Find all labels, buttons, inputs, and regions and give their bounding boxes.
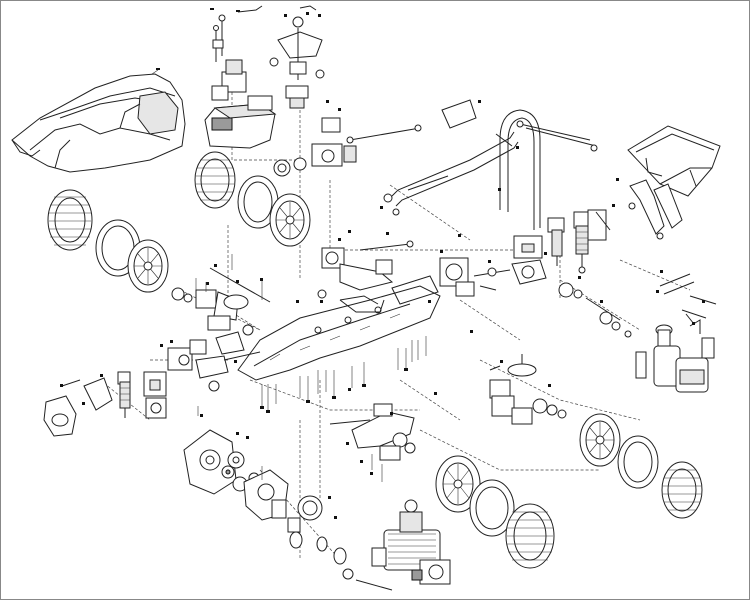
steering-servo-saver bbox=[269, 5, 325, 109]
clutch-gear bbox=[183, 406, 323, 533]
front-tire-left bbox=[194, 151, 279, 229]
front-lower-arm bbox=[329, 403, 416, 475]
front-bumper bbox=[43, 377, 113, 437]
transmission-case bbox=[439, 235, 547, 297]
body-shell bbox=[11, 68, 186, 173]
tank-mount-brackets bbox=[656, 273, 717, 319]
rear-wheel-left bbox=[127, 239, 169, 293]
chassis-plate bbox=[237, 285, 441, 413]
chassis-screws bbox=[260, 336, 427, 413]
rear-shock-right bbox=[547, 209, 611, 274]
front-tire-right bbox=[617, 435, 703, 519]
rear-tire-right bbox=[469, 479, 555, 569]
wing-mount bbox=[612, 178, 683, 240]
fuel-tank bbox=[635, 313, 715, 393]
front-hub bbox=[273, 100, 422, 177]
rear-hub bbox=[171, 264, 271, 336]
front-wheel-right bbox=[579, 413, 621, 467]
rear-wing bbox=[627, 125, 721, 197]
front-shock bbox=[117, 371, 167, 419]
radio-box bbox=[204, 5, 277, 149]
exhaust-pipe bbox=[289, 496, 393, 591]
roll-bar bbox=[380, 99, 598, 230]
rear-lower-arm bbox=[558, 276, 632, 338]
fasteners bbox=[100, 232, 705, 482]
front-wheel-left bbox=[269, 193, 311, 247]
front-steering-block bbox=[167, 331, 261, 392]
right-hub-assembly bbox=[489, 354, 567, 425]
front-upper-arm bbox=[317, 230, 439, 305]
engine bbox=[371, 499, 451, 585]
rear-tire-left bbox=[47, 189, 141, 277]
